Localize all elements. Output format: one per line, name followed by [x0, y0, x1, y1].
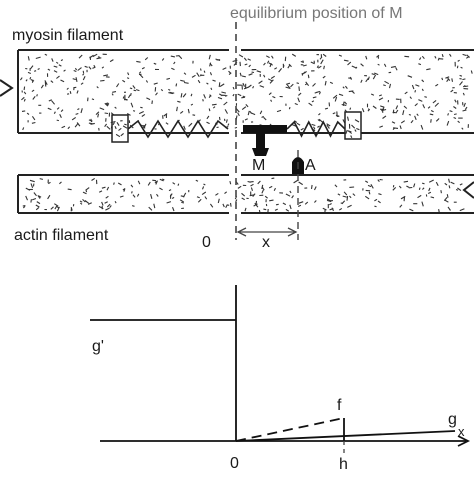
plot-origin-label: 0 — [230, 455, 239, 472]
origin-label: 0 — [202, 234, 211, 251]
myosin-filament — [18, 50, 474, 133]
actin-filament-label: actin filament — [14, 227, 109, 244]
site-m-label: M — [252, 157, 265, 174]
actin-filament — [18, 175, 474, 214]
h-label: h — [339, 456, 348, 473]
x-axis-label: x — [458, 424, 465, 439]
f-label: f — [337, 397, 342, 414]
myosin-site-m — [243, 125, 287, 156]
myosin-filament-label: myosin filament — [12, 27, 124, 44]
rate-plot: g' f g x 0 h — [90, 285, 468, 473]
g-label: g — [448, 411, 457, 428]
g-prime-label: g' — [92, 338, 104, 355]
site-a-label: A — [305, 157, 316, 174]
equilibrium-label: equilibrium position of M — [230, 5, 403, 22]
g-curve — [236, 431, 455, 441]
myosin-arrow-icon — [0, 80, 12, 96]
x-dimension-label: x — [262, 234, 270, 251]
